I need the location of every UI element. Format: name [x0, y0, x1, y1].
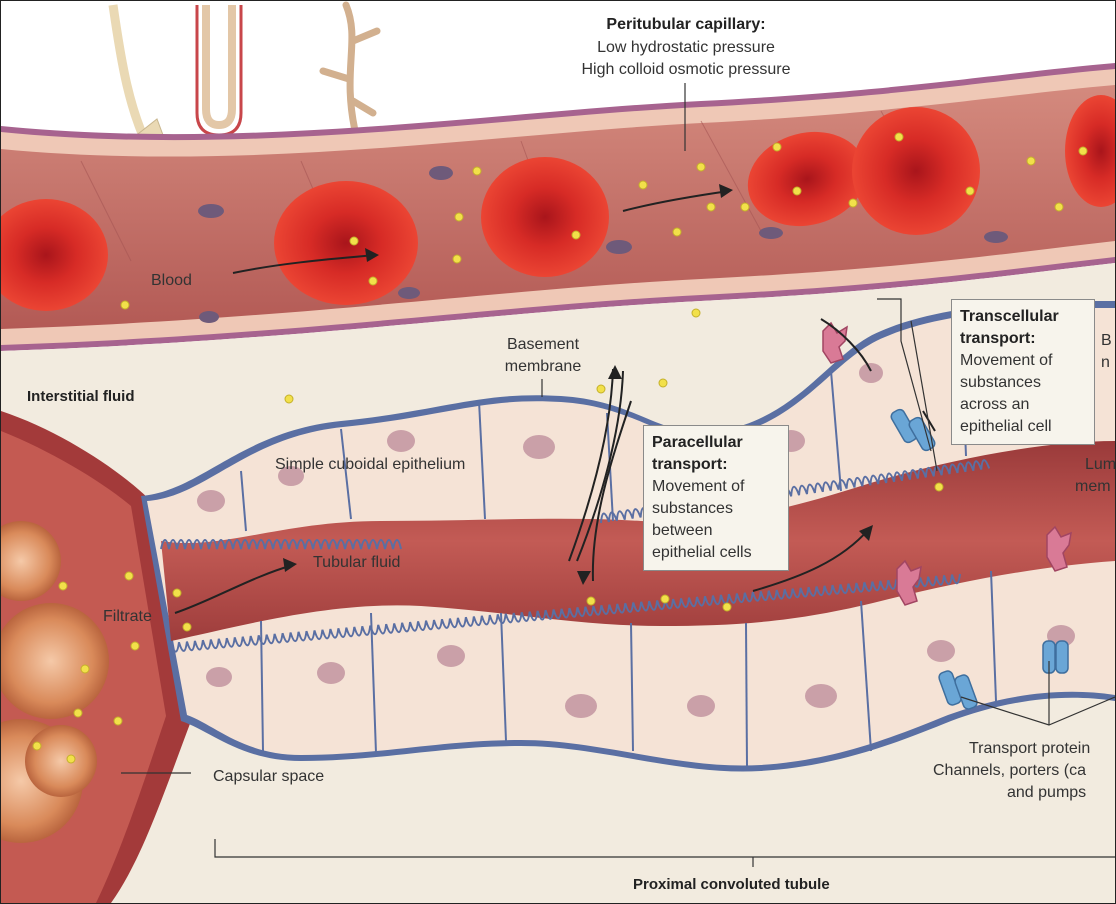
lumen-partial-line1: Lum: [1085, 456, 1116, 473]
filtrate-label: Filtrate: [103, 608, 152, 625]
peritubular-pressure-line1: Low hydrostatic pressure: [597, 39, 775, 56]
blood-label: Blood: [151, 272, 192, 289]
paracellular-transport-box: Paracellular transport: Movement of subs…: [643, 425, 789, 571]
small-branch-vessel: [319, 1, 381, 139]
arrowheads: [283, 184, 873, 585]
proximal-convoluted-tubule-label: Proximal convoluted tubule: [633, 876, 830, 893]
basolateral-partial-line1: B: [1101, 332, 1112, 349]
simple-cuboidal-epithelium-label: Simple cuboidal epithelium: [275, 456, 466, 473]
transcellular-transport-box: Transcellular transport: Movement of sub…: [951, 299, 1095, 445]
transcellular-description: Movement of substances across an epithel…: [960, 352, 1053, 435]
glomerulus-capillaries: [1, 521, 109, 843]
solute-particles: [32, 132, 1088, 764]
transport-proteins-line3: and pumps: [1007, 784, 1087, 801]
microvilli-lower: [170, 573, 961, 653]
tubular-fluid-label: Tubular fluid: [313, 554, 401, 571]
basement-membrane-label-line1: Basement: [506, 336, 580, 353]
capsular-space-label: Capsular space: [213, 768, 325, 785]
peritubular-capillary-title: Peritubular capillary:: [606, 16, 766, 33]
paracellular-title: Paracellular transport:: [652, 434, 743, 473]
transport-proteins-line2: Channels, porters (ca: [933, 762, 1086, 779]
microvilli-upper: [160, 539, 402, 550]
transport-proteins-line1: Transport protein: [969, 740, 1091, 757]
paracellular-description: Movement of substances between epithelia…: [652, 478, 752, 561]
red-blood-cells: [1, 95, 1115, 311]
flow-arrows: [174, 190, 936, 614]
leader-lines: [121, 83, 1115, 867]
peritubular-pressure-line2: High colloid osmotic pressure: [581, 61, 791, 78]
lumen-partial-line2: mem: [1075, 478, 1111, 495]
interstitial-fluid-label: Interstitial fluid: [27, 388, 135, 405]
transcellular-title: Transcellular transport:: [960, 308, 1059, 347]
basement-membrane-label-line2: membrane: [504, 358, 582, 375]
basolateral-partial-line2: n: [1101, 354, 1110, 371]
